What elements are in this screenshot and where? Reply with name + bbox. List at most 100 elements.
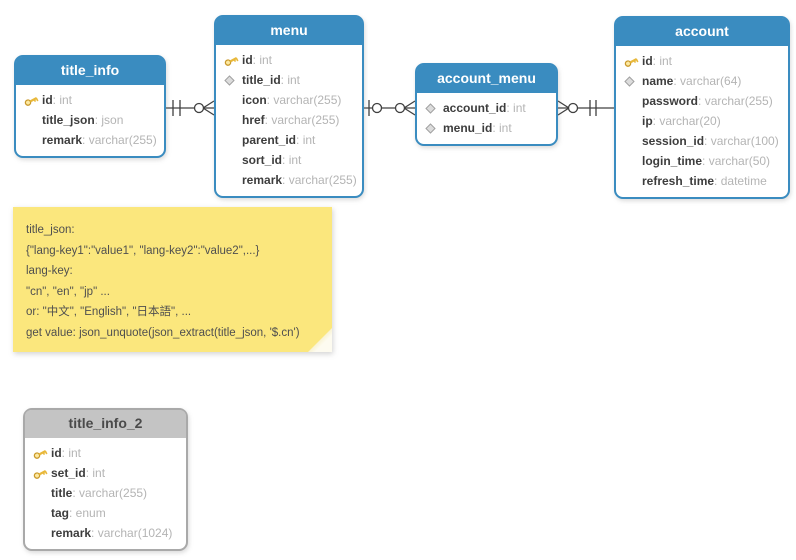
field-type: int	[506, 101, 526, 115]
note-text-line: lang-key:	[26, 265, 73, 277]
field-type: int	[653, 54, 672, 68]
field-row: passwordvarchar(255)	[624, 91, 784, 111]
field-name: title_json	[42, 113, 95, 127]
table-title: title_info_2	[25, 410, 186, 438]
field-type: varchar(50)	[702, 154, 770, 168]
sticky-note[interactable]: title_json: {"lang-key1":"value1", "lang…	[13, 207, 332, 352]
field-row: idint	[224, 50, 358, 70]
field-type: int	[296, 133, 316, 147]
field-name: login_time	[642, 154, 703, 168]
field-name: session_id	[642, 134, 705, 148]
field-type: varchar(255)	[265, 113, 339, 127]
field-type: varchar(1024)	[91, 526, 173, 540]
field-type: varchar(255)	[267, 93, 341, 107]
field-name: id	[242, 53, 253, 67]
field-type: varchar(255)	[698, 94, 773, 108]
note-text-line: {"lang-key1":"value1", "lang-key2":"valu…	[26, 244, 260, 257]
field-type: int	[282, 153, 302, 167]
field-type: int	[281, 73, 300, 87]
diamond-icon	[425, 122, 443, 134]
field-name: refresh_time	[642, 174, 715, 188]
table-title: menu	[216, 17, 362, 45]
field-name: ip	[642, 114, 653, 128]
field-type: json	[95, 113, 123, 127]
table-title: title_info	[16, 57, 164, 85]
field-type: varchar(100)	[704, 134, 779, 148]
field-row: session_idvarchar(100)	[624, 131, 784, 151]
field-row: remarkvarchar(255)	[224, 170, 358, 190]
field-name: name	[642, 74, 674, 88]
field-name: id	[51, 446, 62, 460]
field-name: remark	[242, 173, 283, 187]
field-row: iconvarchar(255)	[224, 90, 358, 110]
field-type: varchar(255)	[72, 486, 147, 500]
field-name: id	[42, 93, 53, 107]
relationship-title_info-menu[interactable]	[166, 96, 215, 120]
field-name: href	[242, 113, 265, 127]
field-name: icon	[242, 93, 267, 107]
field-name: title_id	[242, 73, 281, 87]
field-type: int	[253, 53, 272, 67]
table-title_info[interactable]: title_info idint title_jsonjson remarkva…	[14, 55, 166, 158]
field-row: sort_idint	[224, 150, 358, 170]
note-text-line: "cn", "en", "jp" ...	[26, 285, 110, 298]
field-type: varchar(20)	[653, 114, 720, 128]
field-row: refresh_timedatetime	[624, 171, 784, 191]
field-name: sort_id	[242, 153, 283, 167]
diamond-icon	[425, 102, 443, 114]
field-row: parent_idint	[224, 130, 358, 150]
field-name: parent_id	[242, 133, 297, 147]
field-row: menu_idint	[425, 118, 552, 138]
field-type: varchar(255)	[282, 173, 357, 187]
field-row: title_jsonjson	[24, 110, 160, 130]
field-row: idint	[24, 90, 160, 110]
field-row: ipvarchar(20)	[624, 111, 784, 131]
field-name: password	[642, 94, 699, 108]
table-menu[interactable]: menu idint title_idint iconvarchar(255)	[214, 15, 364, 198]
table-title: account	[616, 18, 788, 46]
field-type: enum	[69, 506, 106, 520]
field-name: remark	[51, 526, 92, 540]
field-row: idint	[624, 51, 784, 71]
field-name: menu_id	[443, 121, 493, 135]
field-row: idint	[33, 443, 182, 463]
field-row: namevarchar(64)	[624, 71, 784, 91]
field-type: varchar(255)	[82, 133, 157, 147]
relationship-menu-account_menu[interactable]	[364, 96, 416, 120]
key-icon	[24, 94, 42, 107]
key-icon	[624, 55, 642, 68]
note-text-line: title_json:	[26, 224, 75, 236]
table-account_menu[interactable]: account_menu account_idint menu_idint	[415, 63, 558, 146]
field-type: int	[53, 93, 72, 107]
key-icon	[224, 54, 242, 67]
field-row: title_idint	[224, 70, 358, 90]
field-row: remarkvarchar(1024)	[33, 523, 182, 543]
field-name: tag	[51, 506, 69, 520]
key-icon	[33, 447, 51, 460]
field-type: varchar(64)	[673, 74, 741, 88]
table-title: account_menu	[417, 65, 556, 93]
field-name: title	[51, 486, 73, 500]
diamond-icon	[224, 74, 242, 86]
field-type: int	[62, 446, 81, 460]
field-row: login_timevarchar(50)	[624, 151, 784, 171]
field-row: hrefvarchar(255)	[224, 110, 358, 130]
field-name: account_id	[443, 101, 507, 115]
table-account[interactable]: account idint namevarchar(64) passwordva…	[614, 16, 790, 199]
field-type: datetime	[714, 174, 767, 188]
relationship-account_menu-account[interactable]	[557, 96, 614, 120]
field-row: remarkvarchar(255)	[24, 130, 160, 150]
field-name: remark	[42, 133, 83, 147]
field-type: int	[86, 466, 105, 480]
field-type: int	[492, 121, 512, 135]
field-row: account_idint	[425, 98, 552, 118]
note-text-line: or: "中文", "English", "日本語", ...	[26, 306, 192, 318]
table-title_info_2[interactable]: title_info_2 idint set_idint titlevarcha…	[23, 408, 188, 551]
field-name: set_id	[51, 466, 86, 480]
field-row: titlevarchar(255)	[33, 483, 182, 503]
field-row: tagenum	[33, 503, 182, 523]
diamond-icon	[624, 75, 642, 87]
field-name: id	[642, 54, 653, 68]
key-icon	[33, 467, 51, 480]
